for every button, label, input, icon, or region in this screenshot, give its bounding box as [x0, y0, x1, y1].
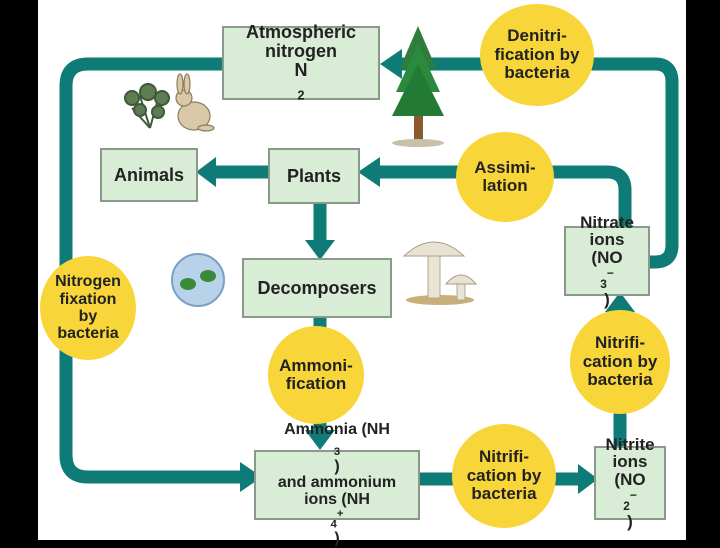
nitrification-bottom-line3: bacteria: [471, 484, 537, 504]
arrowhead-to-decomposers: [305, 240, 335, 260]
arrowhead-to-plants: [358, 157, 380, 187]
assimilation-path: [378, 165, 632, 228]
ammonification-line2: fication: [285, 374, 347, 393]
nitrite-subscript: 2: [623, 499, 630, 514]
nitrification-bottom-line2: cation by: [466, 465, 542, 485]
nitrification-right-line3: bacteria: [587, 370, 653, 390]
nitrite-ions-box: Nitrite ions (NO 2−): [594, 435, 666, 530]
arrowhead-to-ammonia-left: [240, 462, 262, 492]
denitrification-path: [400, 57, 679, 269]
decomposers-label: Decomposers: [257, 277, 377, 298]
denitrification-line2: fication by: [494, 44, 580, 64]
arrowhead-to-animals: [196, 157, 216, 187]
fixation-line3: by: [78, 308, 98, 325]
nitrite-formula: (NO: [614, 470, 646, 490]
atmospheric-line2: nitrogen: [265, 41, 337, 62]
arrowhead-to-nitrate: [605, 292, 635, 312]
atmospheric-formula: N: [294, 60, 308, 81]
nitrite-paren: ): [627, 511, 633, 531]
plants-label: Plants: [286, 165, 342, 186]
denitrification-circle: Denitri- fication by bacteria: [480, 4, 594, 106]
ammonia-line1: Ammonia (NH: [284, 420, 390, 438]
shrub-icon: [124, 83, 170, 129]
ammonia-line2: and ammonium: [277, 474, 397, 492]
nitrification-circle-bottom: Nitrifi- cation by bacteria: [452, 424, 556, 528]
assimilation-circle: Assimi- lation: [456, 132, 554, 222]
ammonia-box: Ammonia (NH 3) and ammonium ions (NH 4+ ): [254, 421, 420, 547]
nitrification-circle-right: Nitrifi- cation by bacteria: [570, 310, 670, 414]
atmospheric-line1: Atmospheric: [245, 22, 357, 43]
ammonia-paren: ): [334, 457, 340, 475]
ammonification-line1: Ammoni-: [279, 355, 353, 375]
nitrate-line1: Nitrate: [580, 212, 634, 232]
assimilation-line2: lation: [482, 176, 528, 195]
ammonium-paren: ): [334, 530, 340, 548]
animals-box: Animals: [100, 148, 198, 202]
arrowhead-to-nitrite: [578, 464, 598, 494]
nitrite-line2: ions: [612, 452, 648, 472]
denitrification-line1: Denitri-: [507, 26, 567, 46]
arrowhead-to-atmospheric: [380, 49, 402, 79]
assimilation-line1: Assimi-: [474, 157, 536, 177]
ammonification-circle: Ammoni- fication: [268, 326, 364, 424]
fixation-line2: fixation: [59, 290, 117, 308]
nitrate-formula: (NO: [591, 248, 623, 268]
animals-label: Animals: [113, 164, 185, 185]
nitrate-paren: ): [604, 289, 610, 309]
nitrate-ions-box: Nitrate ions (NO 3−): [564, 213, 650, 308]
nitrate-charge: −: [606, 266, 614, 281]
pine-tree-icon: [392, 26, 444, 147]
atmospheric-subscript: 2: [297, 88, 305, 103]
nitrite-charge: −: [629, 488, 637, 503]
arrowhead-to-ammonia-top: [305, 430, 335, 450]
nitrification-bottom-line1: Nitrifi-: [478, 447, 530, 467]
nitrate-line2: ions: [589, 230, 625, 250]
ammonia-subscript: 3: [333, 445, 341, 458]
plants-box: Plants: [268, 148, 360, 204]
nitrite-line1: Nitrite: [605, 434, 655, 454]
bacteria-icon: [171, 253, 225, 307]
ammonium-charge: +: [336, 508, 344, 521]
fixation-line1: Nitrogen: [55, 273, 121, 291]
nitrogen-fixation-circle: Nitrogen fixation by bacteria: [40, 256, 136, 360]
nitrification-right-line2: cation by: [582, 351, 658, 371]
decomposers-box: Decomposers: [242, 258, 392, 318]
nitrate-subscript: 3: [600, 277, 607, 292]
atmospheric-nitrogen-box: Atmospheric nitrogen N 2: [222, 22, 380, 103]
mushroom-icon: [402, 241, 478, 305]
denitrification-line3: bacteria: [504, 63, 570, 83]
rabbit-icon: [175, 73, 215, 132]
fixation-line4: bacteria: [57, 325, 119, 343]
nitrification-right-line1: Nitrifi-: [594, 333, 646, 353]
ammonium-formula: ions (NH: [304, 491, 370, 509]
ammonium-subscript: 4: [330, 518, 337, 531]
